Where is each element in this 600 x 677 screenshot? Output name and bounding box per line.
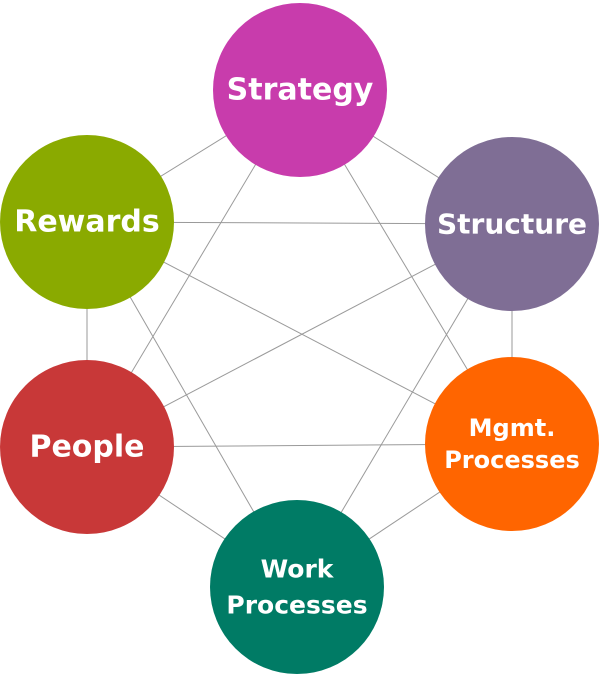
node-label-strategy: Strategy	[227, 73, 374, 108]
node-people: People	[0, 360, 174, 534]
node-mgmt: Mgmt. Processes	[425, 357, 599, 531]
node-circle-people	[0, 360, 174, 534]
node-label-mgmt-line-2: Processes	[444, 446, 580, 474]
node-label-work-line-2: Processes	[226, 591, 367, 620]
nodes-layer: StrategyStructureMgmt.ProcessesWorkProce…	[0, 3, 599, 674]
node-circle-work	[210, 500, 384, 674]
node-label-mgmt-line-1: Mgmt.	[469, 414, 556, 442]
node-circle-structure	[425, 137, 599, 311]
node-rewards: Rewards	[0, 135, 174, 309]
node-label-work-line-1: Work	[261, 555, 335, 584]
node-circle-mgmt	[425, 357, 599, 531]
node-label-structure: Structure	[437, 208, 587, 241]
node-label-people: People	[29, 430, 144, 465]
node-strategy: Strategy	[213, 3, 387, 177]
node-circle-rewards	[0, 135, 174, 309]
node-label-rewards: Rewards	[14, 205, 160, 240]
node-circle-strategy	[213, 3, 387, 177]
node-structure: Structure	[425, 137, 599, 311]
